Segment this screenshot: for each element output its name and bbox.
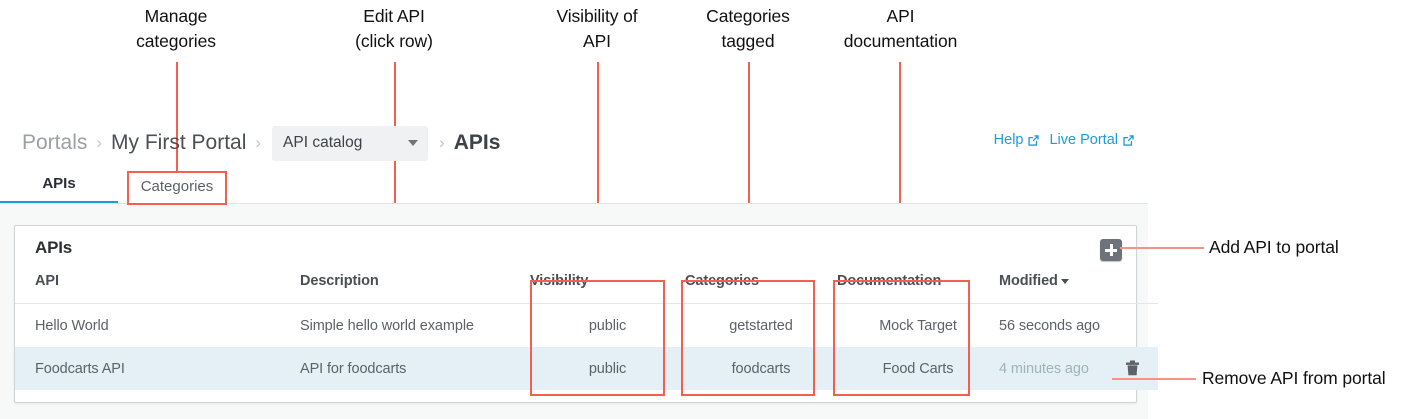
breadcrumb-current: APIs: [453, 131, 501, 154]
cell-documentation: Food Carts: [837, 347, 999, 390]
cell-modified: 4 minutes ago: [999, 347, 1158, 390]
tab-categories[interactable]: Categories: [140, 178, 214, 195]
apis-card: APIs API Description Visibility Categori…: [14, 225, 1158, 403]
table-header: API Description Visibility Categories Do…: [15, 273, 1158, 304]
annotation-edit-api: Edit API (click row): [355, 6, 433, 51]
breadcrumb-portal-name[interactable]: My First Portal: [111, 131, 247, 154]
column-header-documentation[interactable]: Documentation: [837, 273, 999, 304]
cell-modified-text: 56 seconds ago: [999, 317, 1100, 334]
annotation-manage-categories: Manage categories: [136, 6, 216, 51]
external-link-icon: [1122, 134, 1135, 147]
catalog-select[interactable]: API catalog: [272, 125, 429, 161]
cell-description: Simple hello world example: [300, 317, 474, 334]
breadcrumb-portals[interactable]: Portals: [22, 131, 88, 154]
tab-bar: APIs Categories: [0, 170, 1148, 204]
catalog-select-value: API catalog: [283, 134, 363, 151]
cell-api: Hello World: [35, 317, 109, 334]
column-header-visibility[interactable]: Visibility: [530, 273, 685, 304]
breadcrumb-separator: ›: [96, 133, 103, 152]
table-header-row: API Description Visibility Categories Do…: [15, 273, 1158, 304]
tab-bar-rule: [0, 203, 1148, 204]
table-row[interactable]: Foodcarts API API for foodcarts public f…: [15, 347, 1158, 390]
sort-descending-icon: [1060, 278, 1069, 284]
cell-documentation: Mock Target: [879, 317, 957, 334]
table-row[interactable]: Hello World Simple hello world example p…: [15, 304, 1158, 348]
leader-line-remove-api: [1112, 378, 1196, 380]
live-portal-link[interactable]: Live Portal: [1049, 132, 1135, 148]
header-links: Help Live Portal: [994, 132, 1135, 148]
cell-description: API for foodcarts: [300, 347, 530, 390]
apis-table: API Description Visibility Categories Do…: [15, 273, 1158, 390]
help-link-label: Help: [993, 132, 1024, 148]
leader-line-manage-categories: [176, 62, 178, 172]
help-link[interactable]: Help: [994, 132, 1041, 148]
chevron-down-icon: [408, 140, 419, 146]
column-header-modified[interactable]: Modified: [999, 273, 1158, 304]
live-portal-link-label: Live Portal: [1049, 132, 1118, 148]
cell-modified-wrap: 56 seconds ago: [999, 318, 1158, 334]
leader-line-categories: [748, 62, 750, 282]
annotation-categories-tagged: Categories tagged: [706, 6, 790, 51]
annotation-api-documentation: API documentation: [843, 6, 958, 51]
leader-line-documentation: [899, 62, 901, 282]
breadcrumb-separator: ›: [255, 133, 262, 152]
leader-line-add-api: [1120, 247, 1204, 249]
external-link-icon: [1027, 134, 1040, 147]
add-api-button[interactable]: [1100, 239, 1122, 261]
column-header-categories[interactable]: Categories: [685, 273, 837, 304]
cell-modified-text: 4 minutes ago: [999, 360, 1089, 377]
column-header-modified-label: Modified: [999, 273, 1058, 289]
column-header-api[interactable]: API: [15, 273, 300, 304]
breadcrumb-separator: ›: [439, 133, 445, 152]
annotation-add-api-to-portal: Add API to portal: [1209, 237, 1339, 257]
plus-icon: [1105, 244, 1117, 256]
cell-categories: foodcarts: [685, 347, 837, 390]
cell-visibility: public: [530, 347, 685, 390]
card-title: APIs: [35, 238, 72, 257]
remove-api-button[interactable]: [1125, 360, 1140, 377]
table-body: Hello World Simple hello world example p…: [15, 304, 1158, 390]
breadcrumb: Portals › My First Portal › API catalog …: [22, 125, 501, 161]
cell-modified-wrap: 4 minutes ago: [999, 360, 1158, 377]
tab-apis[interactable]: APIs: [0, 175, 118, 204]
cell-modified: 56 seconds ago: [999, 304, 1158, 348]
annotation-visibility-of-api: Visibility of API: [556, 6, 638, 51]
column-header-description[interactable]: Description: [300, 273, 530, 304]
annotation-remove-api-from-portal: Remove API from portal: [1202, 368, 1386, 388]
cell-api: Foodcarts API: [15, 347, 300, 390]
cell-categories: getstarted: [729, 317, 793, 334]
cell-visibility: public: [588, 317, 627, 334]
leader-line-visibility: [597, 62, 599, 282]
